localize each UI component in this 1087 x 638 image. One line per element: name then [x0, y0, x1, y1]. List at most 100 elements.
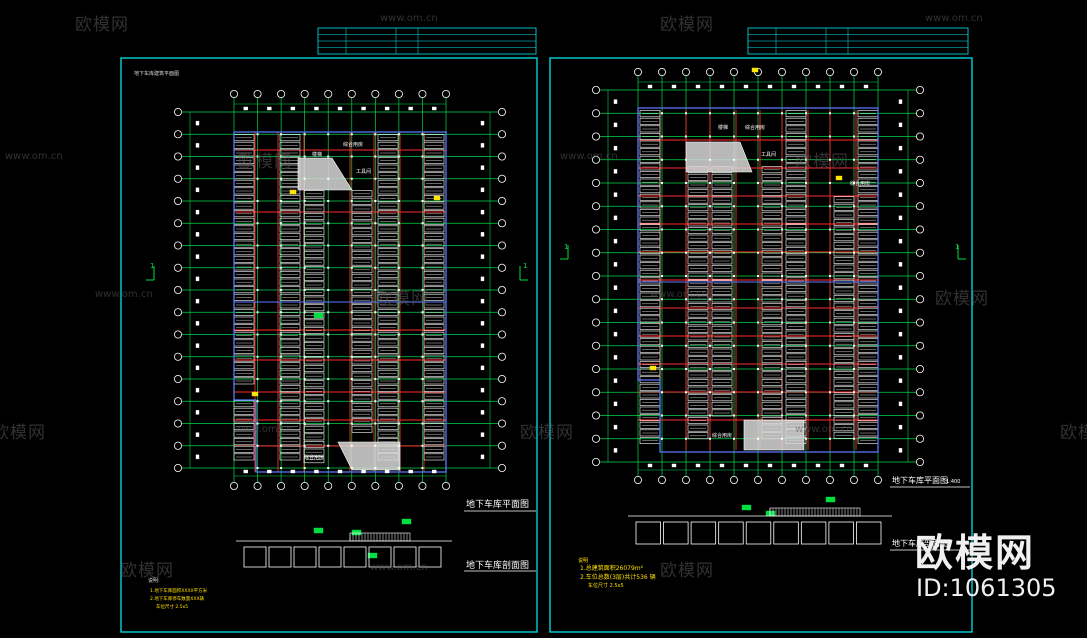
structural-column — [397, 177, 400, 180]
parking-stall — [833, 401, 855, 409]
parking-stall — [377, 392, 399, 400]
parking-stall — [423, 362, 445, 370]
structural-column — [709, 135, 711, 138]
section-bay — [856, 521, 882, 545]
parking-stall — [233, 415, 255, 423]
window-opening — [791, 84, 797, 89]
parking-stall — [687, 379, 709, 386]
yellow-tag — [835, 175, 843, 181]
grid-bubble — [592, 202, 601, 211]
parking-stall — [423, 233, 445, 240]
window-opening — [480, 321, 485, 326]
window-opening — [195, 321, 200, 326]
parking-stall — [423, 225, 445, 233]
parking-stall — [711, 196, 733, 204]
grid-bubble — [173, 374, 182, 383]
window-opening — [613, 448, 618, 453]
parking-stall — [785, 277, 807, 285]
structural-column — [350, 200, 353, 202]
parking-stall — [351, 251, 373, 258]
structural-column — [757, 135, 759, 138]
parking-stall — [833, 219, 855, 226]
parking-stall — [279, 141, 301, 149]
window-opening — [898, 401, 903, 407]
grid-bubble — [592, 318, 601, 327]
structural-column — [421, 422, 424, 425]
right-note: 车位尺寸 2.5x5 — [588, 582, 624, 589]
watermark-brand: 欧模网 — [795, 152, 849, 172]
grid-bubble — [802, 475, 811, 484]
window-opening — [408, 469, 413, 474]
structural-column — [256, 355, 259, 358]
structural-column — [374, 200, 377, 202]
structural-column — [829, 298, 831, 301]
window-opening — [613, 401, 618, 407]
window-opening — [195, 209, 200, 215]
parking-stall — [351, 296, 373, 304]
structural-column — [685, 112, 687, 115]
window-opening — [898, 215, 903, 221]
right-plan-title: 地下车库平面图 — [892, 475, 948, 485]
parking-stall — [351, 418, 373, 426]
window-opening — [719, 463, 725, 468]
parking-stall — [423, 286, 445, 294]
structural-column — [853, 414, 855, 417]
structural-column — [805, 298, 807, 301]
structural-column — [829, 275, 831, 277]
window-opening — [613, 169, 618, 174]
parking-stall — [423, 187, 445, 195]
window-opening — [195, 387, 200, 393]
parking-stall — [423, 316, 445, 324]
green-marker — [313, 312, 324, 319]
parking-stall — [639, 345, 661, 353]
parking-stall — [785, 368, 807, 376]
right-room-label: 综合用房 — [745, 124, 765, 131]
parking-stall — [785, 269, 807, 277]
parking-stall — [761, 280, 783, 288]
structural-column — [397, 444, 400, 447]
parking-stall — [833, 348, 855, 356]
parking-stall — [423, 240, 445, 248]
window-opening — [898, 448, 903, 453]
window-opening — [647, 84, 653, 89]
right-notes-title: 说明 — [578, 557, 588, 564]
grid-bubble — [592, 132, 601, 141]
structural-column — [781, 368, 783, 370]
parking-stall — [711, 341, 733, 348]
parking-stall — [711, 265, 733, 272]
structural-column — [733, 368, 735, 370]
grid-bubble — [173, 419, 182, 428]
structural-column — [661, 251, 663, 254]
window-opening — [898, 262, 903, 267]
structural-column — [661, 205, 663, 208]
parking-stall — [687, 219, 709, 227]
parking-stall — [785, 140, 807, 148]
parking-stall — [303, 387, 325, 395]
window-opening — [613, 355, 618, 360]
parking-stall — [785, 406, 807, 414]
grid-bubble — [916, 341, 925, 350]
parking-stall — [351, 372, 373, 380]
parking-stall — [279, 423, 301, 430]
parking-stall — [377, 164, 399, 172]
watermark-brand: 欧模网 — [935, 289, 989, 309]
parking-stall — [687, 432, 709, 440]
structural-column — [733, 182, 735, 184]
parking-stall — [377, 385, 399, 392]
parking-stall — [711, 280, 733, 288]
structural-column — [685, 321, 687, 324]
parking-stall — [711, 333, 733, 341]
parking-stall — [687, 303, 709, 310]
structural-column — [397, 400, 400, 403]
structural-column — [661, 414, 663, 417]
section-bay — [718, 521, 744, 545]
structural-column — [733, 251, 735, 254]
structural-column — [397, 355, 400, 358]
parking-stall — [761, 303, 783, 310]
window-opening — [243, 469, 248, 474]
structural-column — [781, 391, 783, 394]
parking-stall — [423, 339, 445, 347]
window-opening — [480, 343, 485, 348]
section-hatch-frame — [769, 507, 861, 517]
structural-column — [661, 321, 663, 324]
